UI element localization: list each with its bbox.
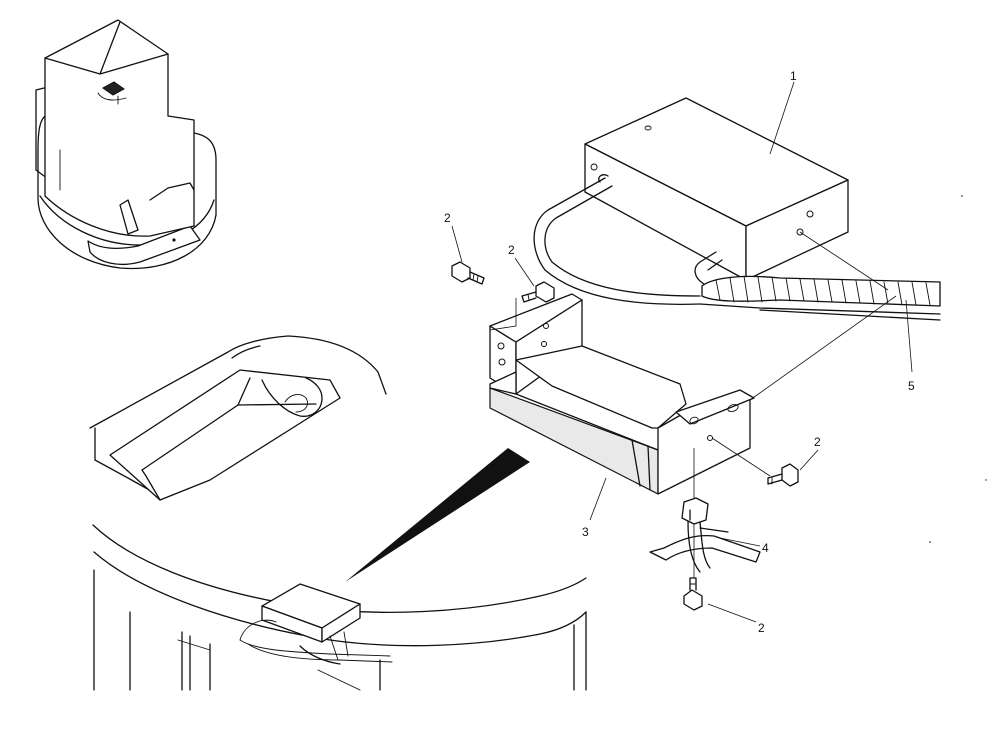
callout-part-2-b: 2 (508, 243, 515, 257)
bolt-part-2-d[interactable] (683, 577, 703, 611)
callout-part-2-d: 2 (758, 621, 765, 635)
installed-controller-detail (239, 583, 393, 691)
callout-part-3: 3 (582, 525, 589, 539)
callout-part-1: 1 (790, 69, 797, 83)
cable-clamp-part-4[interactable] (649, 497, 761, 573)
machine-body-detail (89, 335, 587, 691)
machine-locator-view (35, 19, 217, 270)
wiring-harness-part-5[interactable] (533, 174, 941, 321)
callout-part-2-c: 2 (814, 435, 821, 449)
bolt-part-2-b[interactable] (521, 281, 555, 303)
bolt-part-2-a[interactable] (451, 261, 485, 285)
assembly-leader-lines (451, 81, 913, 623)
mounting-bracket-part-3[interactable] (489, 293, 755, 495)
callout-part-5: 5 (908, 379, 915, 393)
controller-box-part-1[interactable] (584, 97, 849, 281)
scan-specks (929, 195, 987, 543)
detail-pointer-wedge (345, 448, 530, 582)
callout-part-4: 4 (762, 541, 769, 555)
controller-marker-icon (97, 81, 127, 105)
bolt-part-2-c[interactable] (767, 463, 799, 487)
callout-part-2-a: 2 (444, 211, 451, 225)
